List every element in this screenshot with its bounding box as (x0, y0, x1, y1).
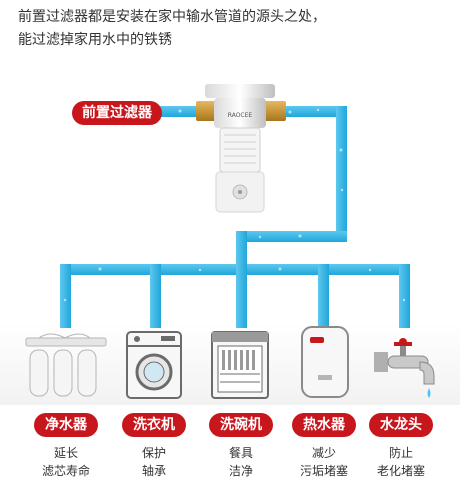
water-heater-icon (301, 326, 349, 398)
benefit-line: 减少 (311, 446, 336, 460)
benefit-line: 轴承 (141, 464, 166, 478)
benefit-line: 保护 (141, 446, 166, 460)
benefit-line: 老化堵塞 (376, 464, 425, 478)
benefit-line: 餐具 (228, 446, 253, 460)
water-purifier-icon (25, 333, 107, 397)
intro-text: 前置过滤器都是安装在家中输水管道的源头之处， 能过滤掉家用水中的铁锈 (18, 6, 448, 52)
benefit-line: 滤芯寿命 (41, 464, 90, 478)
washing-machine-icon (126, 331, 182, 399)
benefit-line: 洁净 (228, 464, 253, 478)
label-washing-machine: 洗衣机 (122, 413, 186, 437)
prefilter-unit: RAOCEE (196, 84, 286, 213)
benefit-line: 污垢堵塞 (299, 464, 348, 478)
benefit-water-heater: 减少 污垢堵塞 (282, 444, 366, 480)
intro-line-1: 前置过滤器都是安装在家中输水管道的源头之处， (18, 9, 326, 25)
prefilter-label: 前置过滤器 (72, 101, 162, 125)
benefit-washing-machine: 保护 轴承 (112, 444, 196, 480)
dishwasher-icon (211, 331, 269, 399)
intro-line-2: 能过滤掉家用水中的铁锈 (18, 32, 172, 48)
benefit-line: 防止 (388, 446, 413, 460)
label-faucet: 水龙头 (369, 413, 433, 437)
benefit-line: 延长 (53, 446, 78, 460)
faucet-icon (374, 338, 435, 398)
main-pipe (60, 106, 410, 328)
label-water-purifier: 净水器 (34, 413, 98, 437)
label-dishwasher: 洗碗机 (209, 413, 273, 437)
benefit-water-purifier: 延长 滤芯寿命 (24, 444, 108, 480)
label-water-heater: 热水器 (292, 413, 356, 437)
benefit-dishwasher: 餐具 洁净 (199, 444, 283, 480)
benefit-faucet: 防止 老化堵塞 (359, 444, 443, 480)
prefilter-brand: RAOCEE (228, 112, 253, 119)
